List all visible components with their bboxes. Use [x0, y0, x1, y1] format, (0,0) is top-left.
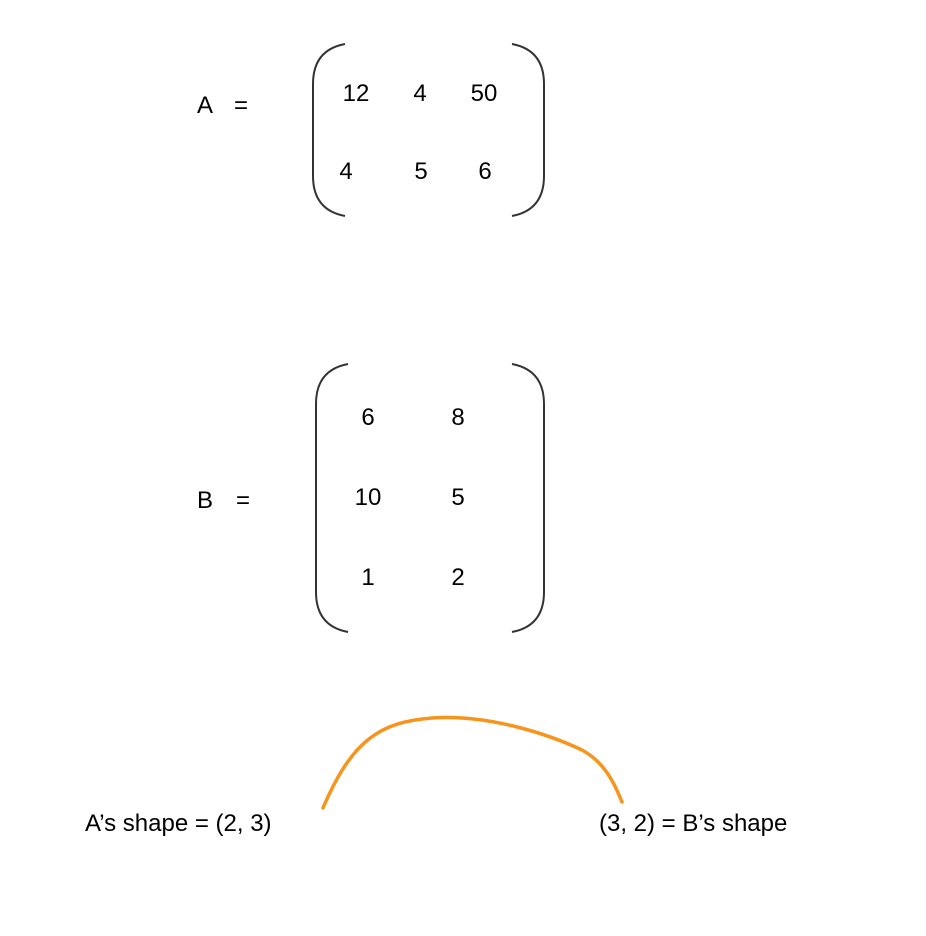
matrix-a-left-bracket [312, 43, 346, 217]
matrix-a-cell-r2c2: 5 [414, 158, 428, 185]
matrix-b-equals: = [236, 487, 251, 514]
matrix-b-name: B [197, 487, 214, 514]
matrix-a-equals: = [234, 92, 249, 119]
matrix-a-cell-r1c1: 12 [342, 80, 370, 107]
matrix-a-cell-r1c2: 4 [413, 80, 427, 107]
matrix-b-cell-r1c2: 8 [451, 404, 465, 431]
matrix-b-cell-r2c2: 5 [451, 484, 465, 511]
matrix-b-cell-r3c2: 2 [451, 564, 465, 591]
matrix-b-right-bracket [511, 363, 545, 633]
matrix-a-cell-r1c3: 50 [470, 80, 498, 107]
matrix-a-cell-r2c3: 6 [478, 158, 492, 185]
matrix-b-cell-r3c1: 1 [361, 564, 375, 591]
matrix-a-name: A [197, 92, 214, 119]
a-shape-label: A’s shape = (2, 3) [85, 810, 272, 837]
matrix-b-cell-r1c1: 6 [361, 404, 375, 431]
matrix-a-cell-r2c1: 4 [339, 158, 353, 185]
matrix-b-cell-r2c1: 10 [354, 484, 382, 511]
matrix-b-left-bracket [315, 363, 349, 633]
shape-connector-arc [321, 715, 624, 810]
b-shape-label: (3, 2) = B’s shape [599, 810, 788, 837]
matrix-a-right-bracket [511, 43, 545, 217]
